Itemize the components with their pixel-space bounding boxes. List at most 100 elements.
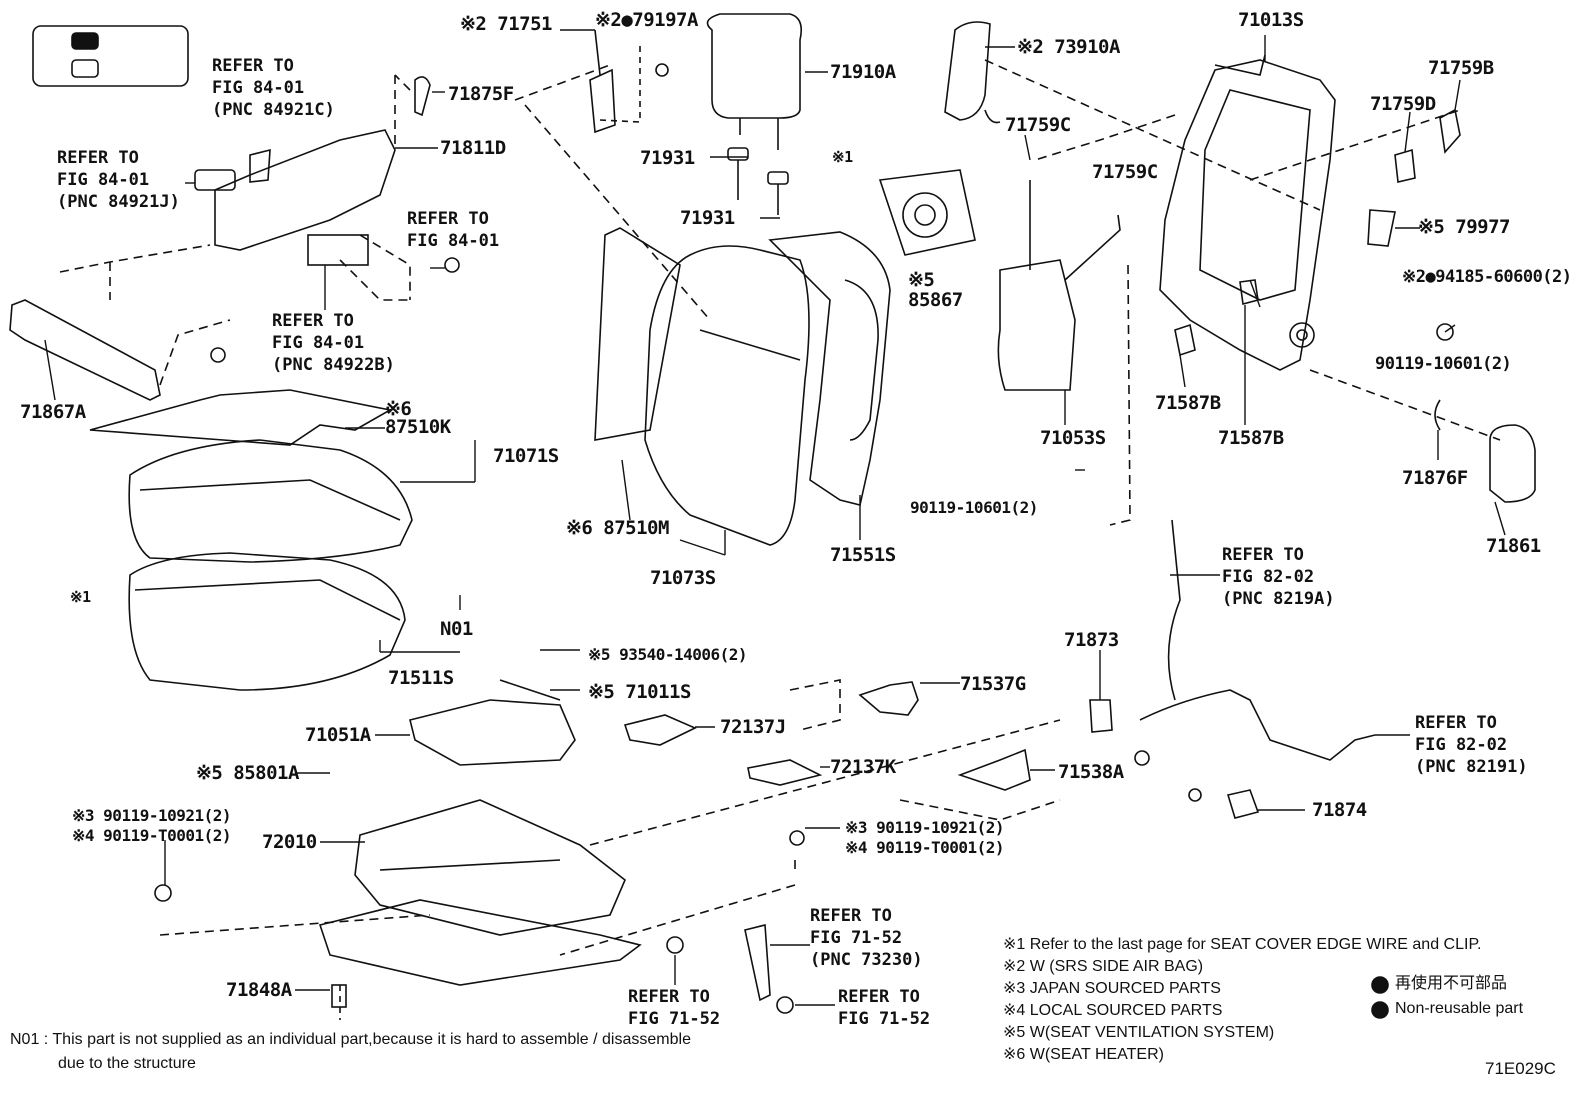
label-71931-a: 71931: [640, 147, 695, 169]
label-71511S: 71511S: [388, 667, 454, 689]
bolt-71848A: [331, 984, 347, 1008]
label-71071S: 71071S: [493, 445, 559, 467]
bolt-84-01: [444, 257, 460, 273]
label-71910A: 71910A: [830, 61, 896, 83]
label-93540: ※5 93540-14006(2): [588, 645, 748, 664]
seatback-pad: [644, 245, 810, 546]
vent-fan: [878, 169, 976, 256]
clip-71759D: [1394, 148, 1416, 183]
cover-72137K: [747, 759, 823, 786]
note-2: ※2 W (SRS SIDE AIR BAG): [1003, 958, 1204, 975]
lumbar-support: [997, 259, 1076, 391]
label-71587B-a: 71587B: [1155, 392, 1221, 414]
side-airbag: [944, 21, 991, 121]
label-79977: ※5 79977: [1418, 216, 1511, 238]
switch-84922B: [307, 234, 369, 266]
seatback-frame: [1159, 59, 1336, 371]
label-mark1: ※1: [70, 588, 91, 606]
cover-72137J: [623, 714, 697, 746]
label-90119-10921-a: ※3 90119-10921(2) ※4 90119-T0001(2): [72, 806, 232, 845]
label-71867A: 71867A: [20, 401, 86, 423]
label-71053S: 71053S: [1040, 427, 1106, 449]
label-71759C-a: 71759C: [1005, 114, 1071, 136]
ref-fig-84-01-84921J[interactable]: REFER TO FIG 84-01 (PNC 84921J): [57, 148, 180, 212]
ref-fig-84-01-84921C[interactable]: REFER TO FIG 84-01 (PNC 84921C): [212, 56, 335, 120]
note-4: ※4 LOCAL SOURCED PARTS: [1003, 1002, 1223, 1019]
label-71759B: 71759B: [1428, 57, 1494, 79]
label-71537G: 71537G: [960, 673, 1026, 695]
label-71848A: 71848A: [226, 979, 292, 1001]
label-71587B-b: 71587B: [1218, 427, 1284, 449]
ref-fig-71-52-73230[interactable]: REFER TO FIG 71-52 (PNC 73230): [810, 906, 923, 970]
back-board: [594, 227, 681, 441]
cover-71587B-1: [1174, 323, 1196, 357]
ref-fig-82-02-8219A[interactable]: REFER TO FIG 82-02 (PNC 8219A): [1222, 545, 1335, 609]
belt-anchor: [744, 923, 771, 1002]
label-73910A: ※2 73910A: [1017, 36, 1120, 58]
label-94185: ※2●94185-60600(2): [1402, 267, 1572, 287]
label-71073S: 71073S: [650, 567, 716, 589]
label-71759D: 71759D: [1370, 93, 1436, 115]
bolt-79197A: [655, 63, 669, 77]
seat-track-frame: [354, 799, 626, 936]
knob-84921C: [249, 148, 271, 183]
cover-71538A: [957, 748, 1031, 791]
label-71538A: 71538A: [1058, 761, 1124, 783]
ref-fig-84-01-84922B[interactable]: REFER TO FIG 84-01 (PNC 84922B): [272, 311, 395, 375]
spring-mat: [409, 699, 576, 766]
legend-filled-swatch: [71, 32, 99, 50]
ref-fig-71-52-b[interactable]: REFER TO FIG 71-52: [838, 987, 931, 1029]
label-90119-10601-l: 90119-10601(2): [910, 498, 1038, 517]
switch-84921J: [194, 169, 236, 191]
guide-shapes: [727, 147, 789, 215]
trim-71876F: [1434, 399, 1441, 431]
cushion-cover: [128, 439, 413, 563]
label-79197A: ※2●79197A: [595, 9, 698, 31]
label-90119-10921-b: ※3 90119-10921(2) ※4 90119-T0001(2): [845, 818, 1005, 857]
ref-fig-82-02-82191[interactable]: REFER TO FIG 82-02 (PNC 82191): [1415, 713, 1528, 777]
label-71759C-b: 71759C: [1092, 161, 1158, 183]
side-trim-71867A: [9, 299, 161, 401]
label-71051A: 71051A: [305, 724, 371, 746]
n01-note-line2: due to the structure: [58, 1055, 196, 1072]
part-71874: [1226, 789, 1260, 819]
label-71873: 71873: [1064, 629, 1119, 651]
clip-79977: [1367, 209, 1396, 247]
heater-87510K: [89, 389, 393, 446]
ref-fig-84-01[interactable]: REFER TO FIG 84-01: [407, 209, 500, 251]
label-71551S: 71551S: [830, 544, 896, 566]
bracket-71873: [1089, 699, 1113, 733]
diagram-code: 71E029C: [1485, 1059, 1556, 1078]
legend-box: [32, 25, 189, 87]
label-72010: 72010: [262, 831, 317, 853]
label-87510M: ※6 87510M: [566, 517, 669, 539]
cap-71759B: [1439, 108, 1461, 154]
n01-note-line1: N01 : This part is not supplied as an in…: [10, 1031, 691, 1048]
label-90119-10601-r: 90119-10601(2): [1375, 354, 1512, 374]
seatback-cover: [768, 231, 891, 506]
label-N01: N01: [440, 618, 473, 640]
legend-jp: 再使用不可部品: [1395, 975, 1508, 992]
legend-empty-swatch: [71, 59, 99, 78]
headrest-shape: [706, 13, 803, 150]
label-72137J: 72137J: [720, 716, 786, 738]
cover-71537G: [858, 681, 919, 716]
label-71876F: 71876F: [1402, 467, 1468, 489]
note-5: ※5 W(SEAT VENTILATION SYSTEM): [1003, 1024, 1275, 1041]
note-3: ※3 JAPAN SOURCED PARTS: [1003, 980, 1221, 997]
note-6: ※6 W(SEAT HEATER): [1003, 1046, 1164, 1063]
label-71013S: 71013S: [1238, 9, 1304, 31]
label-85867: ※5 85867: [908, 269, 963, 311]
label-mark1-top: ※1: [832, 148, 853, 166]
note-1: ※1 Refer to the last page for SEAT COVER…: [1003, 936, 1482, 953]
ref-fig-71-52-a[interactable]: REFER TO FIG 71-52: [628, 987, 721, 1029]
trim-71875F: [414, 76, 431, 117]
label-85801A: ※5 85801A: [196, 762, 299, 784]
label-71751: ※2 71751: [460, 13, 553, 35]
label-71811D: 71811D: [440, 137, 506, 159]
cushion-pad: [128, 552, 406, 691]
wire-harness: [1139, 519, 1376, 761]
label-71011S: ※5 71011S: [588, 681, 691, 703]
